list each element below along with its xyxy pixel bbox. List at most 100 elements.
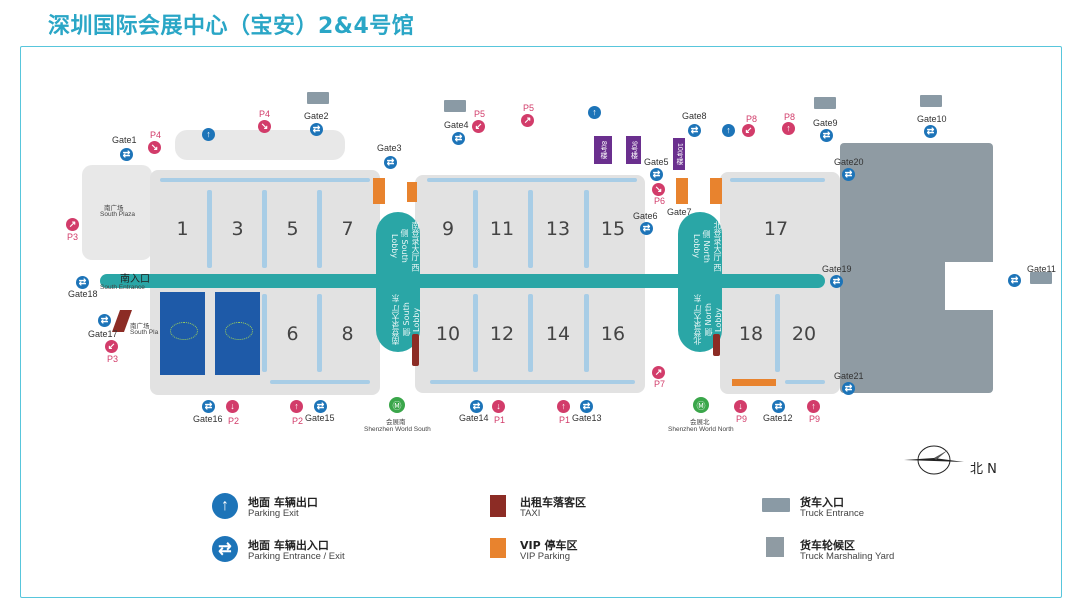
parking-icon[interactable]: ↓ xyxy=(226,400,239,413)
hall-15[interactable]: 15 xyxy=(592,188,634,270)
exit-entrance-icon[interactable]: ⇄ xyxy=(470,400,483,413)
gate-7: Gate7 xyxy=(667,207,692,217)
gate-3: Gate3 xyxy=(377,143,402,153)
exit-entrance-icon[interactable]: ⇄ xyxy=(688,124,701,137)
legend-truck-cn: 货车入口 xyxy=(800,496,844,509)
taxi-dropoff xyxy=(713,334,720,356)
exit-entrance-icon[interactable]: ⇄ xyxy=(120,148,133,161)
hall-label: 18 xyxy=(738,322,764,345)
taxi-dropoff xyxy=(412,334,419,366)
parking-icon[interactable]: ↗ xyxy=(66,218,79,231)
legend-both-en: Parking Entrance / Exit xyxy=(248,551,345,562)
hall-divider xyxy=(473,294,478,372)
parking-icon[interactable]: ↑ xyxy=(807,400,820,413)
hall-5[interactable]: 5 xyxy=(270,188,315,270)
exit-entrance-icon[interactable]: ⇄ xyxy=(820,129,833,142)
exit-entrance-icon[interactable]: ⇄ xyxy=(830,275,843,288)
building-10: 10号楼 xyxy=(673,138,685,170)
parking-icon[interactable]: ↘ xyxy=(258,120,271,133)
hall-20[interactable]: 20 xyxy=(783,292,825,375)
central-concourse xyxy=(100,274,825,288)
yard-notch xyxy=(945,262,995,310)
parking-icon[interactable]: ↓ xyxy=(734,400,747,413)
south-plaza-area xyxy=(82,165,152,260)
exit-entrance-icon[interactable]: ⇄ xyxy=(924,125,937,138)
vip-parking xyxy=(732,379,776,386)
parking-p4: P4 xyxy=(150,130,162,140)
exit-entrance-icon[interactable]: ⇄ xyxy=(580,400,593,413)
parking-p2: P2 xyxy=(292,416,304,426)
hall-11[interactable]: 11 xyxy=(481,188,523,270)
gate-15: Gate15 xyxy=(305,413,335,423)
parking-icon[interactable]: ↑ xyxy=(782,122,795,135)
hall-13[interactable]: 13 xyxy=(537,188,579,270)
compass-label: 北 N xyxy=(970,462,997,477)
hall-8[interactable]: 8 xyxy=(325,292,370,375)
map-frame xyxy=(20,46,1062,598)
hall-label: 6 xyxy=(286,322,299,345)
hall-divider xyxy=(528,190,533,268)
hall-7[interactable]: 7 xyxy=(325,188,370,270)
exit-entrance-icon[interactable]: ⇄ xyxy=(314,400,327,413)
hall-divider xyxy=(317,294,322,372)
truck-icon xyxy=(307,92,329,104)
parking-p8: P8 xyxy=(746,114,758,124)
parking-icon[interactable]: ↓ xyxy=(492,400,505,413)
parking-p2: P2 xyxy=(228,416,240,426)
hall-12[interactable]: 12 xyxy=(481,292,523,375)
parking-icon[interactable]: ↙ xyxy=(472,120,485,133)
hall-18[interactable]: 18 xyxy=(730,292,772,375)
parking-icon[interactable]: ↗ xyxy=(521,114,534,127)
exit-entrance-icon[interactable]: ⇄ xyxy=(202,400,215,413)
yard-legend-swatch xyxy=(766,537,784,557)
exit-entrance-icon[interactable]: ⇄ xyxy=(842,382,855,395)
parking-icon[interactable]: ↑ xyxy=(290,400,303,413)
parking-icon[interactable]: ↙ xyxy=(742,124,755,137)
north-lobby-label-top: 北登录大厅 西侧 North Lobby xyxy=(692,220,722,272)
hall-3[interactable]: 3 xyxy=(215,188,260,270)
gate-13: Gate13 xyxy=(572,413,602,423)
parking-icon[interactable]: ↙ xyxy=(105,340,118,353)
hall-17[interactable]: 17 xyxy=(730,188,822,270)
hall-label: 5 xyxy=(286,218,299,240)
exit-icon[interactable]: ↑ xyxy=(588,106,601,119)
hall-16[interactable]: 16 xyxy=(592,292,634,375)
exit-icon[interactable]: ↑ xyxy=(722,124,735,137)
south-lobby[interactable] xyxy=(376,212,420,352)
exit-entrance-icon[interactable]: ⇄ xyxy=(842,168,855,181)
parking-icon[interactable]: ↘ xyxy=(148,141,161,154)
truck-icon xyxy=(444,100,466,112)
gate-4: Gate4 xyxy=(444,120,469,130)
building-9: 9号楼 xyxy=(626,136,641,164)
exit-icon[interactable]: ↑ xyxy=(202,128,215,141)
hall-1[interactable]: 1 xyxy=(160,188,205,270)
building-label: 10号楼 xyxy=(676,143,683,165)
exit-entrance-icon[interactable]: ⇄ xyxy=(452,132,465,145)
exit-entrance-icon[interactable]: ⇄ xyxy=(772,400,785,413)
vip-parking xyxy=(407,182,417,202)
hall-label: 10 xyxy=(435,322,461,345)
hall-9[interactable]: 9 xyxy=(427,188,469,270)
hall-6[interactable]: 6 xyxy=(270,292,315,375)
north-lobby[interactable] xyxy=(678,212,722,352)
parking-p3: P3 xyxy=(67,232,79,242)
hall-10[interactable]: 10 xyxy=(427,292,469,375)
vip-parking xyxy=(676,178,688,204)
hall-14[interactable]: 14 xyxy=(537,292,579,375)
exit-entrance-icon[interactable]: ⇄ xyxy=(650,168,663,181)
parking-icon[interactable]: ↗ xyxy=(652,366,665,379)
exit-entrance-icon[interactable]: ⇄ xyxy=(98,314,111,327)
parking-icon[interactable]: ↘ xyxy=(652,183,665,196)
truck-icon xyxy=(1030,272,1052,284)
hall-label: 7 xyxy=(341,218,354,240)
metro-icon[interactable]: Ⓜ xyxy=(693,397,709,413)
gate-10: Gate10 xyxy=(917,114,947,124)
metro-icon[interactable]: Ⓜ xyxy=(389,397,405,413)
parking-icon[interactable]: ↑ xyxy=(557,400,570,413)
exit-entrance-icon[interactable]: ⇄ xyxy=(1008,274,1021,287)
exit-entrance-icon[interactable]: ⇄ xyxy=(384,156,397,169)
exit-entrance-icon[interactable]: ⇄ xyxy=(310,123,323,136)
exit-entrance-icon[interactable]: ⇄ xyxy=(640,222,653,235)
hall-label: 13 xyxy=(545,218,571,240)
exit-entrance-icon[interactable]: ⇄ xyxy=(76,276,89,289)
